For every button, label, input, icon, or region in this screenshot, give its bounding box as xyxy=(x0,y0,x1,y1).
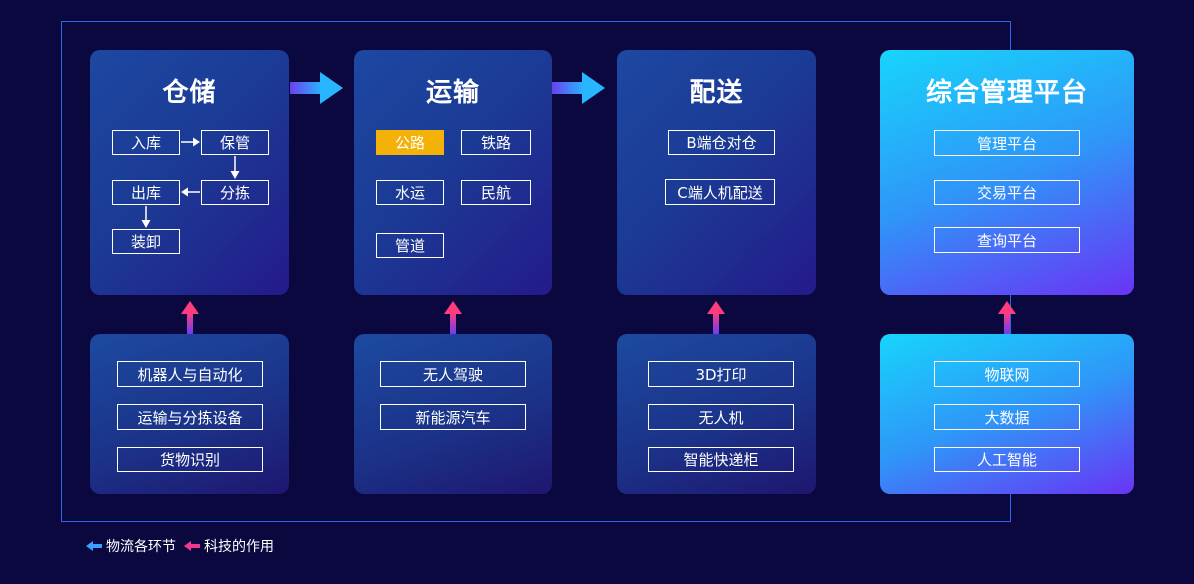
stage-title-transport: 运输 xyxy=(425,78,480,108)
flow-arrow-icon xyxy=(552,72,605,104)
step-box-storage: 保管 xyxy=(201,130,269,155)
stage-title-delivery: 配送 xyxy=(689,78,744,108)
tech-box: 智能快递柜 xyxy=(648,447,794,472)
tech-arrow-up-icon xyxy=(998,301,1016,334)
step-box-outbound: 出库 xyxy=(112,180,180,205)
tech-box: 货物识别 xyxy=(117,447,263,472)
step-box-loading: 装卸 xyxy=(112,229,180,254)
legend-tech-arrow-icon xyxy=(184,541,200,551)
arrow-down-icon xyxy=(141,206,151,228)
tech-box: 无人机 xyxy=(648,404,794,430)
stage-card-transport: 运输 公路 铁路 水运 民航 管道 xyxy=(354,50,552,295)
delivery-box-b2b: B端仓对仓 xyxy=(668,130,775,155)
tech-box: 大数据 xyxy=(934,404,1080,430)
flow-arrow-icon xyxy=(290,72,343,104)
tech-box: 人工智能 xyxy=(934,447,1080,472)
tech-box: 运输与分拣设备 xyxy=(117,404,263,430)
tech-card-platform: 物联网 大数据 人工智能 xyxy=(880,334,1134,494)
tech-box: 3D打印 xyxy=(648,361,794,387)
legend-label-tech: 科技的作用 xyxy=(204,539,274,555)
arrow-left-icon xyxy=(181,187,200,197)
tech-box: 新能源汽车 xyxy=(380,404,526,430)
platform-box-trading: 交易平台 xyxy=(934,180,1080,205)
stage-card-platform: 综合管理平台 管理平台 交易平台 查询平台 xyxy=(880,50,1134,295)
mode-box-water: 水运 xyxy=(376,180,444,205)
platform-box-query: 查询平台 xyxy=(934,227,1080,253)
stage-card-delivery: 配送 B端仓对仓 C端人机配送 xyxy=(617,50,816,295)
tech-card-delivery: 3D打印 无人机 智能快递柜 xyxy=(617,334,816,494)
platform-box-management: 管理平台 xyxy=(934,130,1080,156)
legend-label-flow: 物流各环节 xyxy=(106,539,176,555)
stage-card-warehousing: 仓储 入库 保管 分拣 出库 装卸 xyxy=(90,50,289,295)
arrow-right-icon xyxy=(181,137,200,147)
tech-arrow-up-icon xyxy=(444,301,462,334)
mode-box-air: 民航 xyxy=(461,180,531,205)
tech-box: 无人驾驶 xyxy=(380,361,526,387)
legend: 物流各环节 科技的作用 xyxy=(86,536,274,556)
stage-title-platform: 综合管理平台 xyxy=(925,78,1088,108)
tech-arrow-up-icon xyxy=(181,301,199,334)
legend-flow-arrow-icon xyxy=(86,541,102,551)
tech-arrow-up-icon xyxy=(707,301,725,334)
tech-box: 机器人与自动化 xyxy=(117,361,263,387)
mode-box-rail: 铁路 xyxy=(461,130,531,155)
stage-title-warehousing: 仓储 xyxy=(162,78,217,108)
tech-card-warehousing: 机器人与自动化 运输与分拣设备 货物识别 xyxy=(90,334,289,494)
tech-box: 物联网 xyxy=(934,361,1080,387)
arrow-down-icon xyxy=(230,156,240,179)
mode-box-road: 公路 xyxy=(376,130,444,155)
step-box-inbound: 入库 xyxy=(112,130,180,155)
step-box-sorting: 分拣 xyxy=(201,180,269,205)
tech-card-transport: 无人驾驶 新能源汽车 xyxy=(354,334,552,494)
mode-box-pipeline: 管道 xyxy=(376,233,444,258)
delivery-box-c-end: C端人机配送 xyxy=(665,179,775,205)
